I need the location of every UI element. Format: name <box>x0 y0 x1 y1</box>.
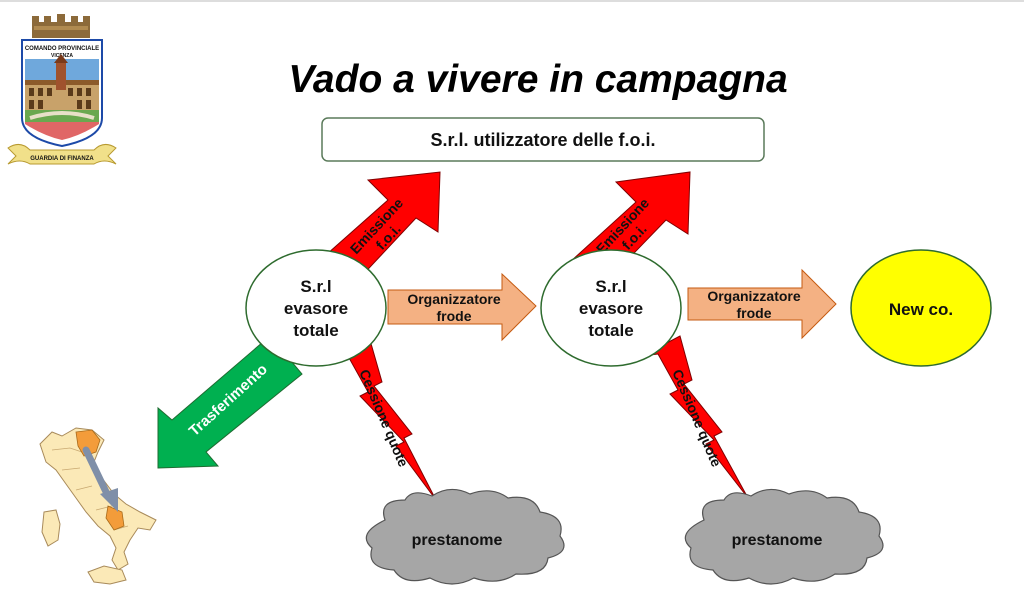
node-1-line3: totale <box>293 321 338 340</box>
logo-top-text: COMANDO PROVINCIALE <box>25 46 99 52</box>
srl-utilizzatore-box <box>321 117 765 162</box>
organizzatore-arrow-left: Organizzatore frode <box>387 272 537 342</box>
node-1-line2: evasore <box>284 299 348 318</box>
cessione-label-left: Cessione quote <box>356 367 412 469</box>
prestanome-label-2: prestanome <box>732 532 823 549</box>
crown-icon <box>32 14 90 38</box>
cessione-label-right: Cessione quote <box>669 367 725 469</box>
node-2-line1: S.r.l <box>595 277 626 296</box>
prestanome-cloud-1: prestanome <box>365 488 565 585</box>
srl-evasore-node-1: S.r.l evasore totale <box>245 249 387 367</box>
organizzatore-label-right-line2: frode <box>737 305 772 321</box>
organizzatore-label-right-line1: Organizzatore <box>707 288 801 304</box>
cessione-arrow-right: Cessione quote <box>641 335 749 499</box>
page-title: Vado a vivere in campagna <box>288 58 787 101</box>
guardia-di-finanza-crest-icon: COMANDO PROVINCIALE VICENZA GUARDIA DI F… <box>7 14 117 165</box>
prestanome-cloud-2: prestanome <box>684 488 884 585</box>
new-co-node: New co. <box>850 249 992 367</box>
organizzatore-label-left-line2: frode <box>437 308 472 324</box>
prestanome-label-1: prestanome <box>412 532 503 549</box>
srl-evasore-node-2: S.r.l evasore totale <box>540 249 682 367</box>
node-1-line1: S.r.l <box>300 277 331 296</box>
organizzatore-label-left-line1: Organizzatore <box>407 291 501 307</box>
node-2-line2: evasore <box>579 299 643 318</box>
organizzatore-arrow-right: Organizzatore frode <box>687 268 837 340</box>
new-co-label: New co. <box>889 300 953 319</box>
node-2-line3: totale <box>588 321 633 340</box>
logo-banner-text: GUARDIA DI FINANZA <box>30 156 94 162</box>
cessione-arrow-left: Cessione quote <box>327 339 437 501</box>
italy-map-icon <box>39 427 157 585</box>
srl-utilizzatore-label: S.r.l. utilizzatore delle f.o.i. <box>430 130 655 150</box>
